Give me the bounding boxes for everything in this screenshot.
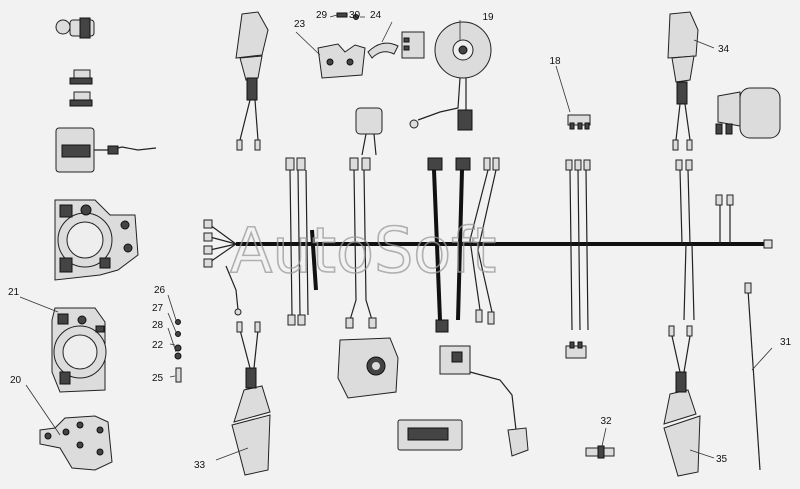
turn-signal-upper-left [235, 11, 269, 151]
callout-24: 24 [370, 10, 382, 21]
callout-18: 18 [549, 56, 561, 67]
ignition-switch [55, 17, 95, 39]
callout-30: 30 [349, 10, 361, 21]
fastener-stack [174, 319, 182, 383]
callout-27: 27 [152, 303, 164, 314]
turn-signal-33 [231, 321, 271, 476]
headlight-housing-lower [51, 307, 107, 393]
speedometer-sensor [355, 107, 383, 156]
callout-32: 32 [600, 416, 612, 427]
relay-small [565, 341, 587, 359]
callout-26: 26 [154, 285, 166, 296]
callout-29: 29 [316, 10, 328, 21]
tail-lamp [715, 87, 781, 139]
callout-22: 22 [152, 340, 164, 351]
callout-31: 31 [780, 337, 792, 348]
bulb-socket-upper [69, 69, 93, 85]
main-wiring-harness [203, 157, 773, 333]
turn-signal-35 [663, 325, 701, 477]
handlebar-bracket [317, 43, 366, 79]
callout-23: 23 [294, 19, 306, 30]
callout-20: 20 [10, 375, 22, 386]
generator-stator [409, 21, 492, 131]
callout-21: 21 [8, 287, 20, 298]
leader-lines [19, 14, 773, 461]
callout-25: 25 [152, 373, 164, 384]
spark-plug [585, 445, 615, 459]
callout-34: 34 [718, 44, 730, 55]
nut-30 [353, 14, 359, 20]
callout-28: 28 [152, 320, 164, 331]
callout-35: 35 [716, 454, 728, 465]
flasher-relay [401, 31, 425, 59]
mounting-bracket [39, 415, 113, 471]
tail-light-housing [337, 337, 399, 399]
callout-33: 33 [194, 460, 206, 471]
horn-with-cable [55, 127, 157, 173]
bulb-socket-lower [69, 91, 93, 107]
callout-19: 19 [482, 12, 494, 23]
screw-29 [336, 12, 348, 18]
headlight-housing-upper [54, 199, 139, 281]
turn-signal-34 [667, 11, 699, 151]
voltage-regulator [397, 419, 463, 451]
watermark-text: AutoSoft [230, 214, 496, 287]
ignition-coil [439, 345, 529, 457]
relay-18 [567, 114, 591, 130]
clamp [367, 42, 399, 59]
cable-31 [744, 282, 761, 471]
